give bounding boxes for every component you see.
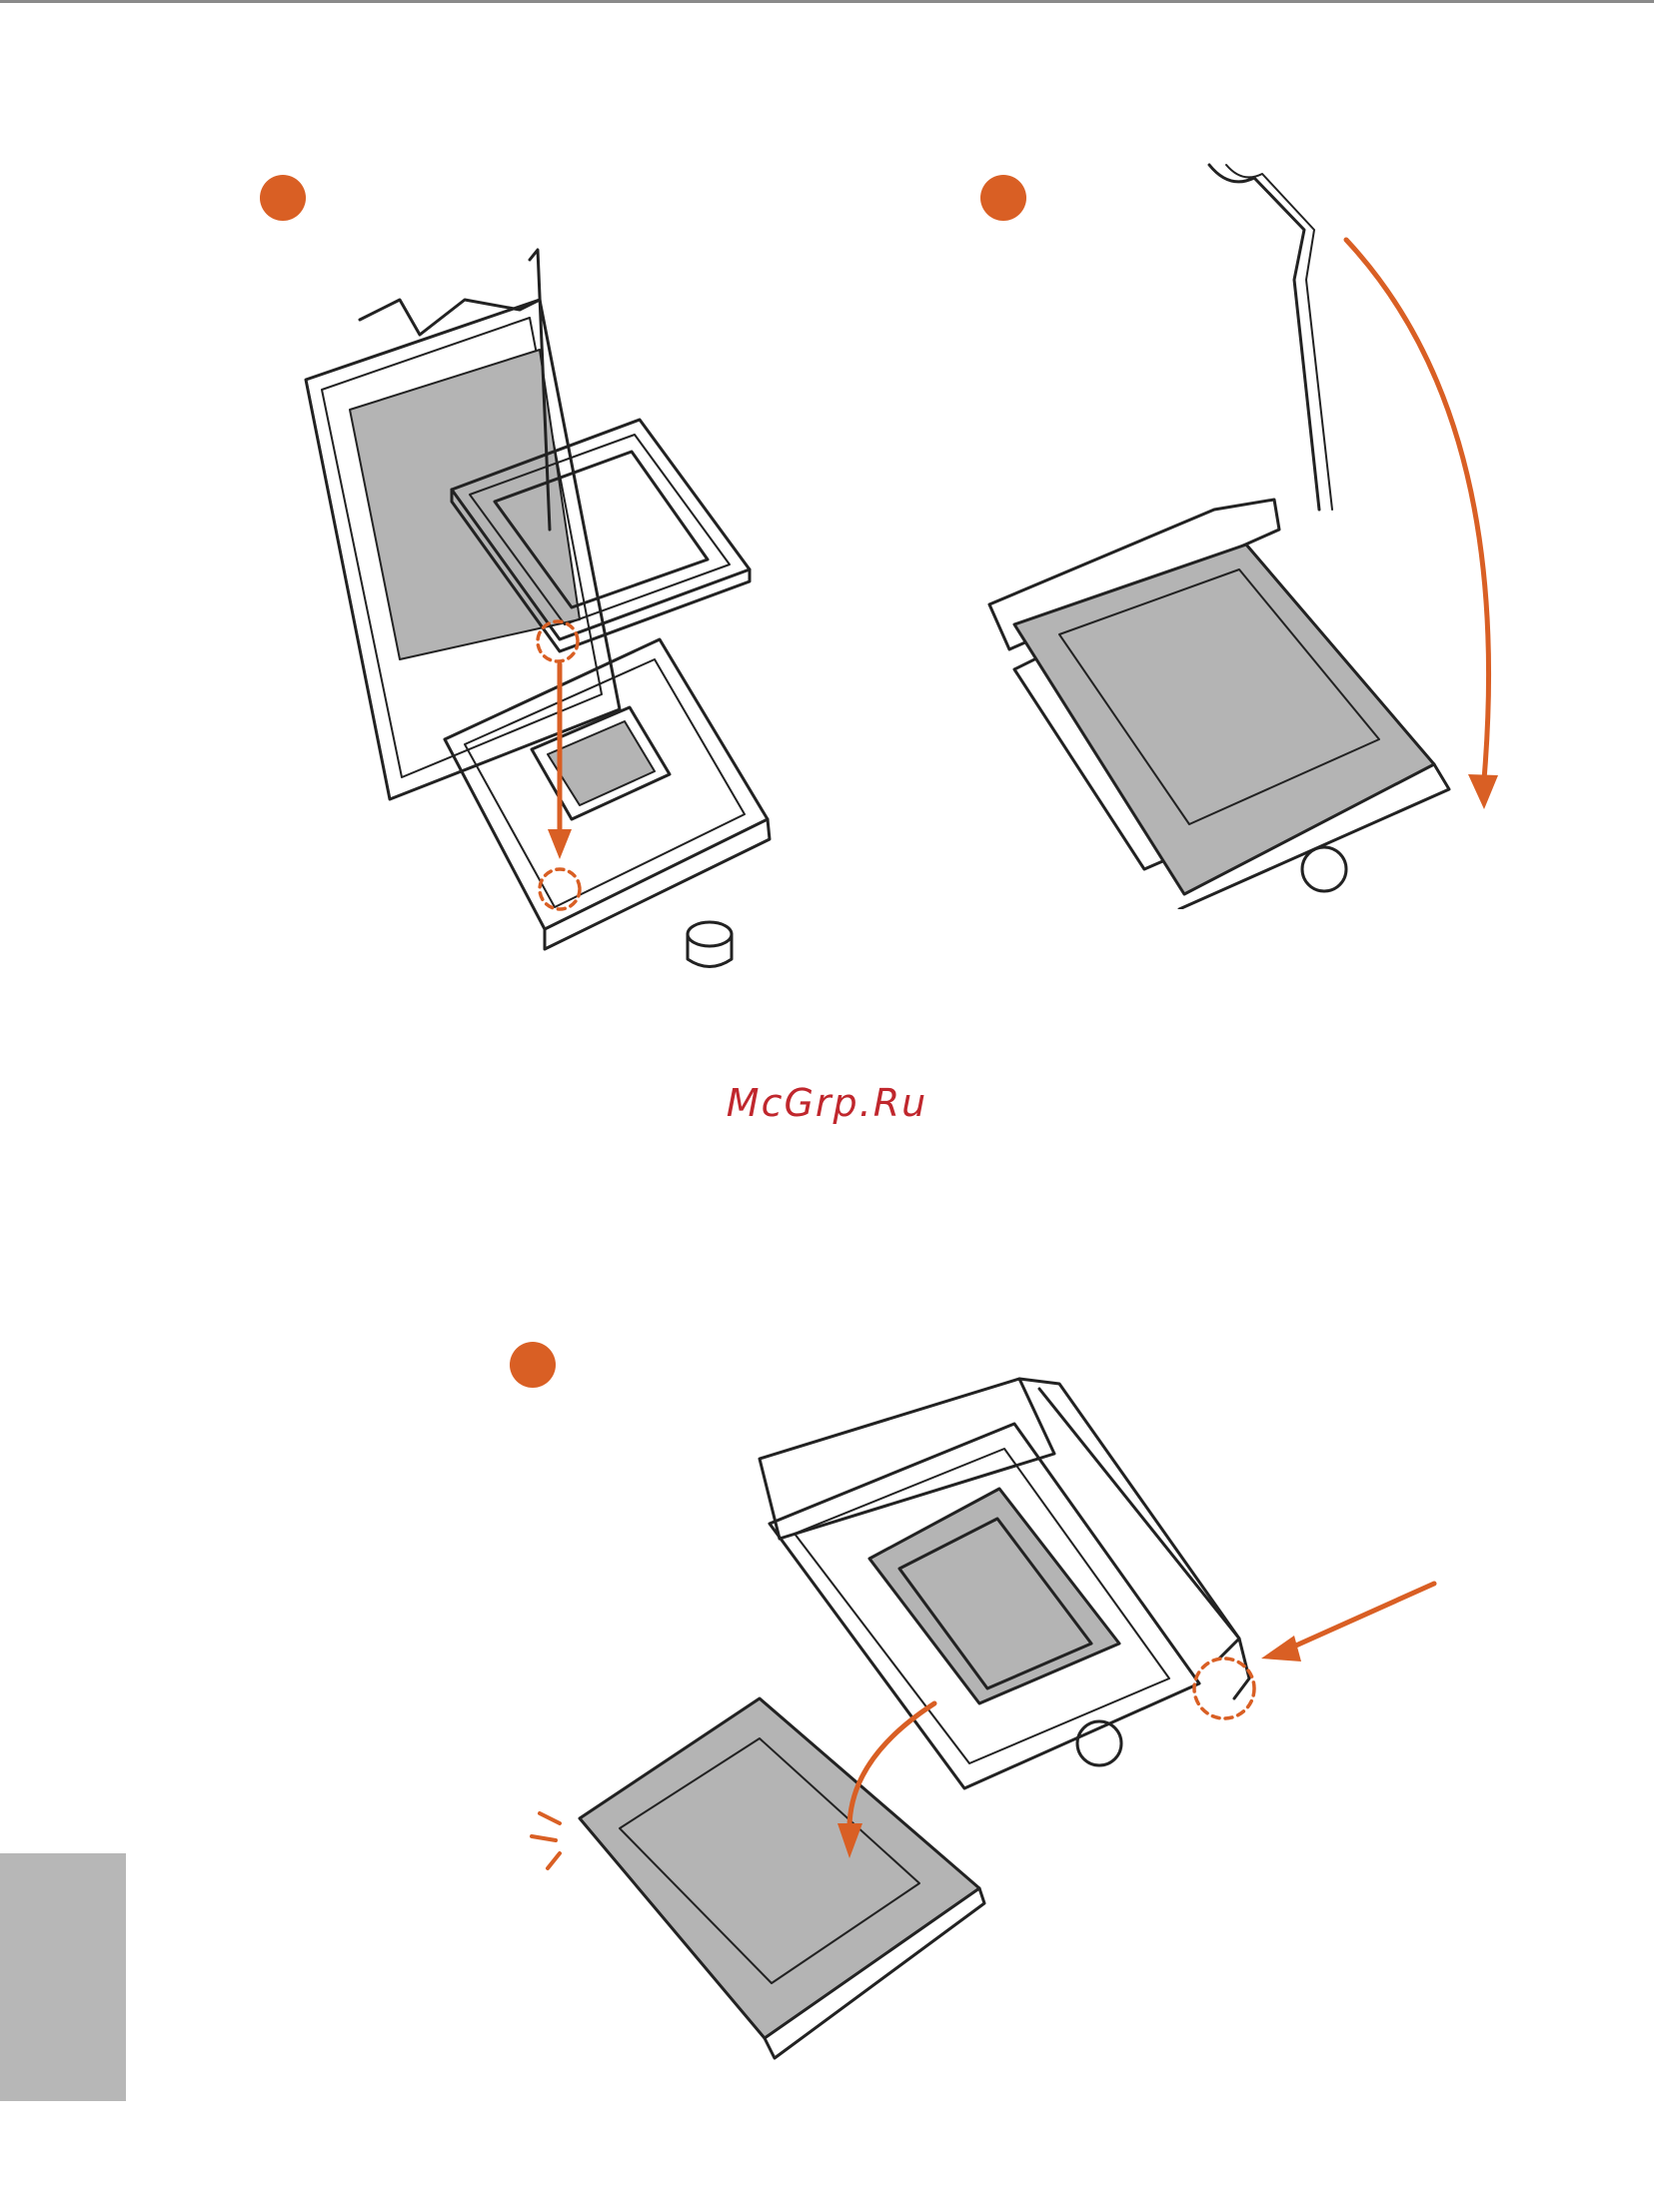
watermark-text: McGrp.Ru (0, 1081, 1654, 1125)
load-lever-raised (1209, 165, 1332, 510)
pnp-cap-removed (580, 1698, 984, 2058)
figure-secure-lever (520, 1359, 1479, 2078)
socket-screw-2 (1302, 847, 1346, 891)
figure-close-load-plate (974, 150, 1534, 909)
load-plate-open (306, 250, 620, 799)
socket-base (445, 639, 770, 949)
figure-insert-cpu (290, 240, 810, 979)
load-plate-closed (1014, 545, 1449, 909)
top-rule (0, 0, 1654, 3)
side-tab (0, 1853, 126, 2101)
step-marker-1-icon (260, 175, 306, 221)
socket-screw (688, 922, 732, 967)
